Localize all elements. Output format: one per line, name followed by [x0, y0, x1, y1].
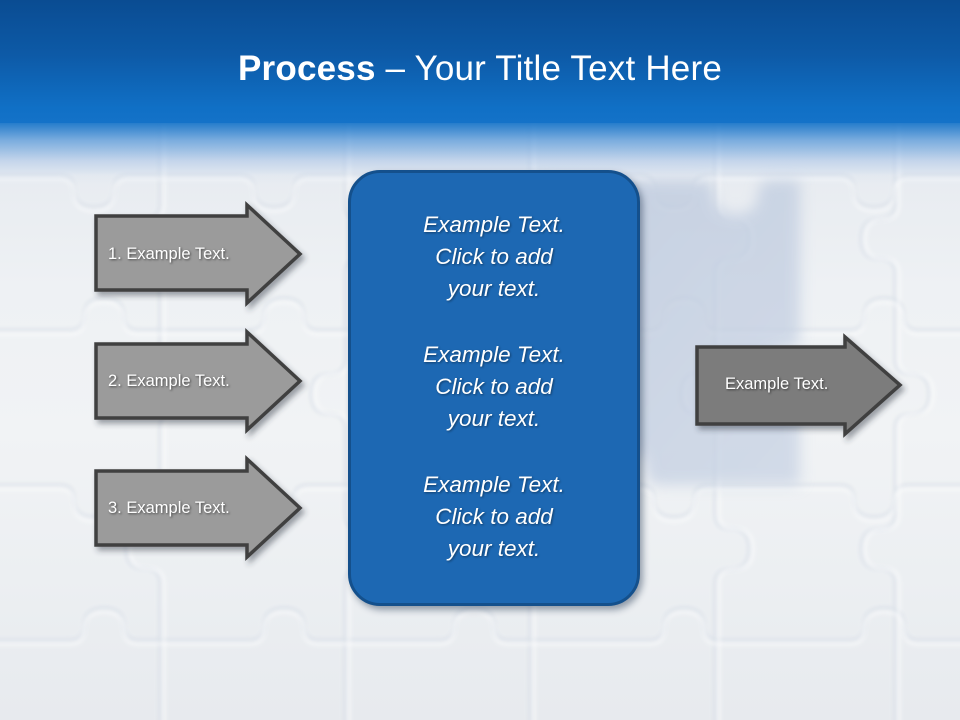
page-title: Process – Your Title Text Here	[0, 48, 960, 90]
right-arrow-output[interactable]	[695, 333, 903, 438]
page-title-rest: – Your Title Text Here	[385, 49, 722, 88]
center-content-panel[interactable]: Example Text. Click to add your text. Ex…	[348, 170, 640, 606]
page-title-bold: Process	[238, 49, 386, 88]
panel-text-block-3: Example Text. Click to add your text.	[423, 472, 565, 561]
header-band	[0, 0, 960, 123]
panel-text-block-2: Example Text. Click to add your text.	[423, 342, 565, 431]
left-arrow-1[interactable]	[94, 200, 303, 308]
panel-text-block-1: Example Text. Click to add your text.	[423, 212, 565, 301]
left-arrow-2[interactable]	[94, 327, 303, 435]
left-arrow-3[interactable]	[94, 454, 303, 562]
